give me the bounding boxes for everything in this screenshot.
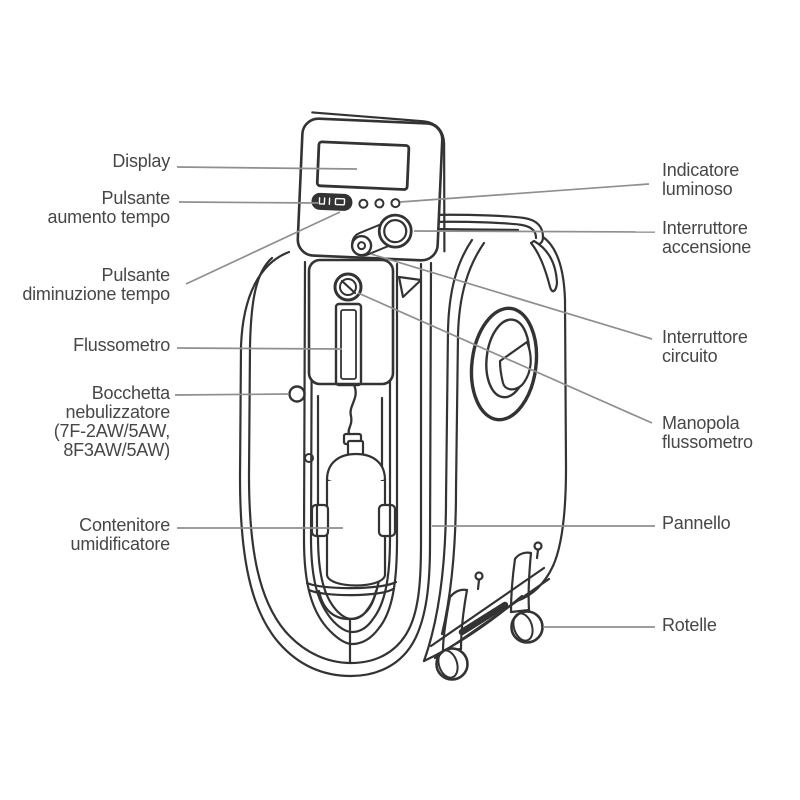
label-line: Display bbox=[112, 151, 170, 171]
label-rotelle: Rotelle bbox=[662, 616, 717, 635]
caster-wheel bbox=[510, 610, 544, 644]
bottle-clip bbox=[310, 503, 330, 538]
label-contenitore-umidificatore: Contenitore umidificatore bbox=[70, 515, 171, 554]
label-line: Interruttore bbox=[662, 218, 748, 238]
label-line: circuito bbox=[662, 346, 718, 366]
label-line: (7F-2AW/5AW, bbox=[53, 421, 170, 441]
label-indicatore-luminoso: Indicatore luminoso bbox=[662, 161, 739, 199]
flow-knob bbox=[333, 272, 363, 302]
label-line: Interruttore bbox=[662, 327, 748, 347]
label-line: Pulsante bbox=[101, 188, 171, 208]
label-line: Contenitore bbox=[79, 515, 170, 535]
label-interruttore-accensione: Interruttore accensione bbox=[662, 219, 751, 257]
circuit-breaker bbox=[350, 234, 373, 257]
side-handle-recess bbox=[469, 306, 539, 422]
leader-manopola bbox=[357, 292, 653, 424]
label-line: Flussometro bbox=[73, 335, 170, 355]
nebulizer-port bbox=[288, 385, 306, 403]
label-line: Pulsante bbox=[101, 265, 171, 285]
casters bbox=[429, 541, 551, 681]
label-line: umidificatore bbox=[70, 534, 171, 554]
label-line: Bocchetta bbox=[91, 383, 170, 403]
label-line: Manopola bbox=[662, 413, 740, 433]
control-panel bbox=[296, 111, 446, 262]
caster-wheel bbox=[435, 647, 469, 681]
bottle-clip bbox=[377, 503, 397, 538]
label-display: Display bbox=[112, 152, 170, 171]
leader-aumento bbox=[178, 201, 319, 204]
power-switch bbox=[350, 213, 413, 257]
label-line: Pannello bbox=[662, 513, 731, 533]
leader-indicatore bbox=[399, 183, 650, 203]
leader-bocchetta bbox=[174, 393, 290, 396]
label-line: flussometro bbox=[662, 432, 753, 452]
label-bocchetta-nebulizzatore: Bocchetta nebulizzatore (7F-2AW/5AW, 8F3… bbox=[54, 384, 170, 460]
leader-lines bbox=[174, 166, 656, 628]
label-line: luminoso bbox=[662, 179, 733, 199]
top-handle bbox=[424, 213, 545, 246]
label-line: diminuzione tempo bbox=[22, 284, 170, 304]
corner-highlight bbox=[397, 275, 423, 299]
flowmeter-assembly bbox=[307, 258, 395, 446]
label-line: accensione bbox=[662, 237, 752, 257]
time-buttons bbox=[311, 192, 353, 211]
leader-display bbox=[176, 166, 358, 170]
label-line: Indicatore bbox=[662, 160, 740, 180]
label-pulsante-diminuzione-tempo: Pulsante diminuzione tempo bbox=[22, 266, 170, 304]
label-line: Rotelle bbox=[662, 615, 717, 635]
leader-flussometro bbox=[176, 347, 343, 350]
leader-diminuzione bbox=[185, 211, 341, 285]
leader-accensione bbox=[413, 230, 656, 233]
display-screen bbox=[315, 140, 411, 191]
label-line: nebulizzatore bbox=[65, 402, 171, 422]
oxygen-tube bbox=[347, 383, 357, 436]
label-line: aumento tempo bbox=[47, 207, 171, 227]
label-pulsante-aumento-tempo: Pulsante aumento tempo bbox=[47, 188, 171, 227]
label-pannello: Pannello bbox=[662, 513, 731, 533]
flowmeter-window bbox=[334, 302, 363, 387]
humidifier-bottle bbox=[305, 439, 398, 665]
label-interruttore-circuito: Interruttore circuito bbox=[662, 328, 748, 366]
label-flussometro: Flussometro bbox=[73, 336, 170, 355]
body-side-and-handle bbox=[422, 213, 568, 663]
label-manopola-flussometro: Manopola flussometro bbox=[662, 414, 753, 452]
indicator-lights bbox=[358, 198, 401, 209]
label-line: 8F3AW/5AW) bbox=[63, 440, 170, 460]
leader-circuito bbox=[370, 253, 653, 340]
